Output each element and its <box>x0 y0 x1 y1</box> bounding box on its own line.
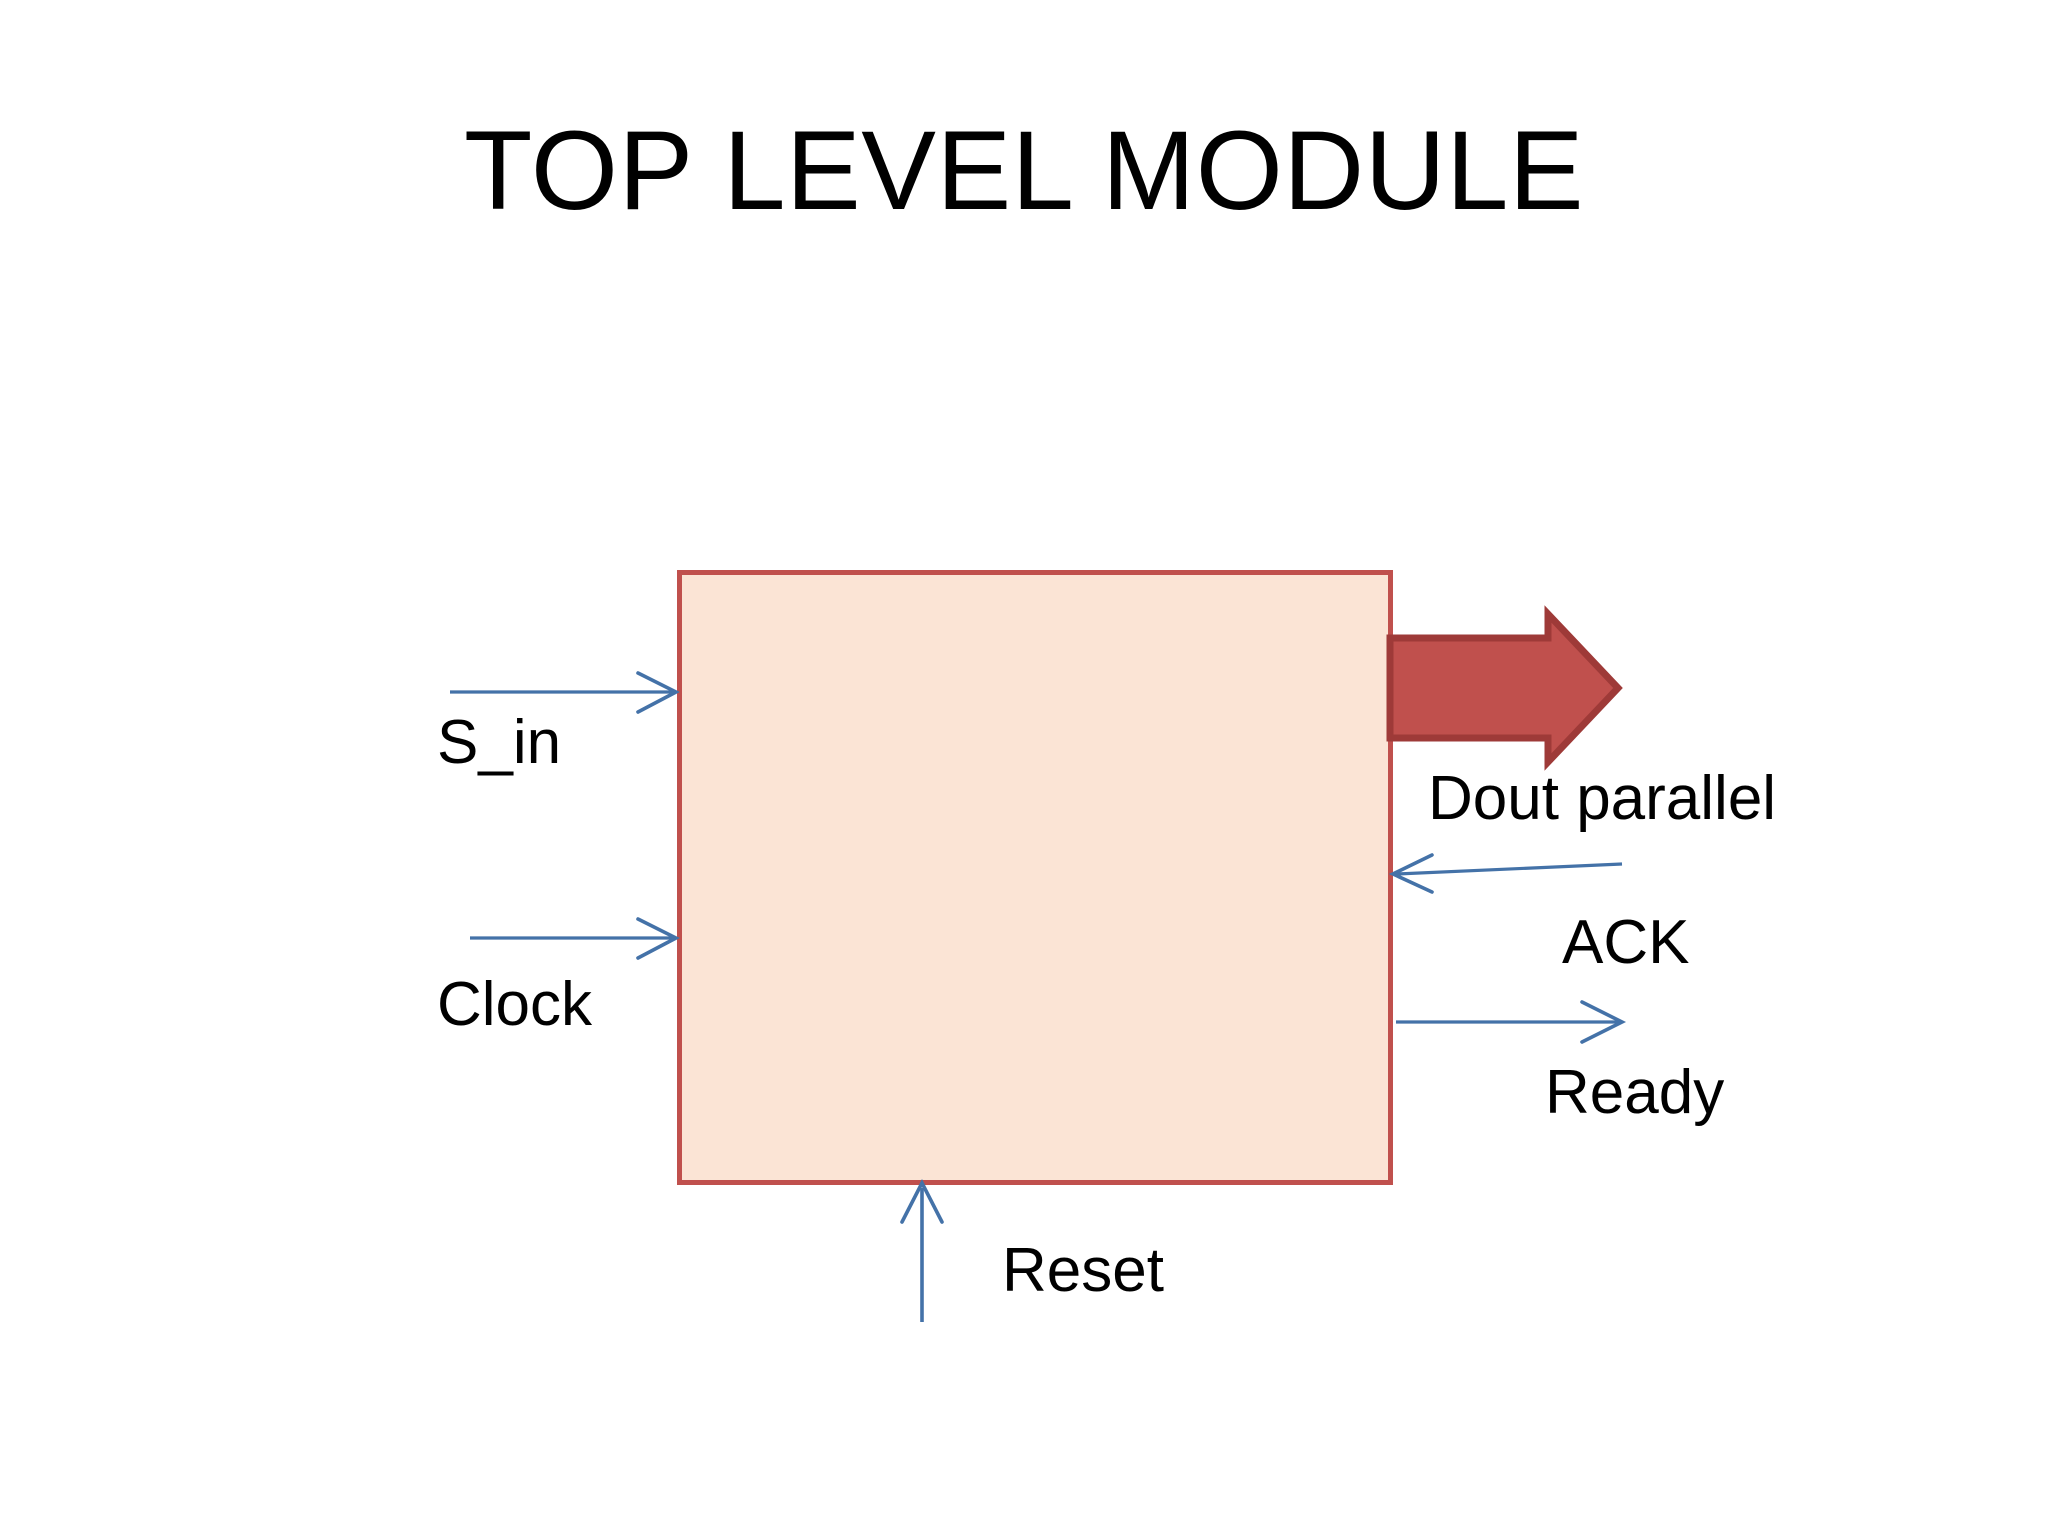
port-label-clock: Clock <box>437 970 593 1039</box>
port-label-dout-parallel: Dout parallel <box>1428 764 1777 833</box>
port-label-s-in: S_in <box>437 708 562 777</box>
s-in-arrow <box>450 671 680 714</box>
ack-arrow-head <box>1388 853 1434 894</box>
port-label-reset: Reset <box>1002 1236 1164 1305</box>
port-label-ready: Ready <box>1545 1058 1725 1127</box>
dout-parallel-block-arrow[interactable] <box>1386 605 1623 771</box>
ack-arrow <box>1388 853 1623 894</box>
page-title: TOP LEVEL MODULE <box>463 108 1585 233</box>
clock-arrow <box>470 917 680 960</box>
reset-arrow-head <box>900 1179 944 1224</box>
reset-arrow <box>900 1179 944 1322</box>
s-in-arrow-head <box>636 671 680 714</box>
dout-parallel-arrow-shape[interactable] <box>1386 605 1623 771</box>
ready-arrow <box>1396 1000 1627 1044</box>
top-level-module-box[interactable] <box>677 570 1393 1185</box>
port-label-ack: ACK <box>1562 908 1690 977</box>
clock-arrow-head <box>636 917 680 960</box>
ready-arrow-head <box>1580 1000 1627 1044</box>
ack-arrow-shaft <box>1396 862 1623 876</box>
